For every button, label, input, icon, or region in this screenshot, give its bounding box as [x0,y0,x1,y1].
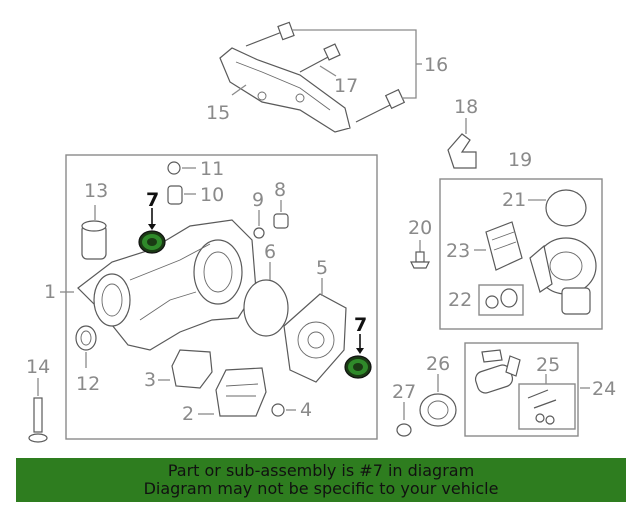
plug-part-8 [273,200,289,229]
callout-15: 15 [206,102,230,124]
callout-12: 12 [76,373,100,395]
callout-21: 21 [502,189,526,211]
callout-24: 24 [592,378,616,400]
banner-line-part-number: Part or sub-assembly is #7 in diagram [167,461,475,480]
pump-part-24 [474,349,590,394]
group-24-box [464,342,579,437]
crossmember-part-15 [219,47,351,133]
cover-part-5 [283,278,347,383]
group-22-inner-box [478,284,524,316]
callout-1: 1 [44,281,56,303]
callout-11: 11 [200,158,224,180]
callout-4: 4 [300,399,312,421]
bolts-part-25 [527,374,557,425]
callout-16: 16 [424,54,448,76]
seal-part-7-lower [344,334,372,379]
callout-6: 6 [264,241,276,263]
callout-13: 13 [84,180,108,202]
group-25-inner-box [518,383,576,430]
oring-part-21 [528,189,587,227]
seal-part-7-upper [138,208,166,254]
callout-18: 18 [454,96,478,118]
main-assembly-box [65,154,378,440]
module-part-23 [474,221,523,271]
washer-part-9 [253,210,265,239]
callout-3: 3 [144,369,156,391]
callout-19: 19 [508,149,532,171]
callout-5: 5 [316,257,328,279]
leader-17 [319,65,337,77]
seal-part-22 [485,288,518,309]
callout-20: 20 [408,217,432,239]
callout-9: 9 [252,189,264,211]
bolt-part-20 [410,240,430,269]
mount-part-18 [447,118,477,169]
bolt-part-17 [299,43,341,73]
group-19-box [439,178,603,330]
bolt-part-14 [28,378,48,443]
bolt-part-16-upper [245,21,295,47]
bushing-part-13 [81,205,107,260]
callout-14: 14 [26,356,50,378]
housing-part-26 [419,374,457,427]
callout-10: 10 [200,184,224,206]
plug-part-4 [271,403,296,417]
callout-8: 8 [274,179,286,201]
disclaimer-banner: Part or sub-assembly is #7 in diagram Di… [16,458,626,502]
callout-22: 22 [448,289,472,311]
callout-26: 26 [426,353,450,375]
callout-25: 25 [536,354,560,376]
differential-housing-part-1 [60,219,257,351]
bracket-part-2 [198,367,267,417]
callout-2: 2 [182,403,194,425]
callout-23: 23 [446,240,470,262]
bolt-part-16-lower [355,88,406,123]
callout-7-lower: 7 [354,314,367,336]
plug-part-10 [167,185,196,205]
seal-part-12 [75,325,97,368]
callout-27: 27 [392,381,416,403]
banner-line-disclaimer: Diagram may not be specific to your vehi… [143,479,499,498]
actuator-part-19 [529,237,597,315]
callout-7-upper: 7 [146,189,159,211]
gasket-part-3 [158,349,213,389]
seal-part-27 [396,402,412,437]
oring-part-6 [243,262,289,337]
plug-part-11 [167,161,196,175]
callout-17: 17 [334,75,358,97]
